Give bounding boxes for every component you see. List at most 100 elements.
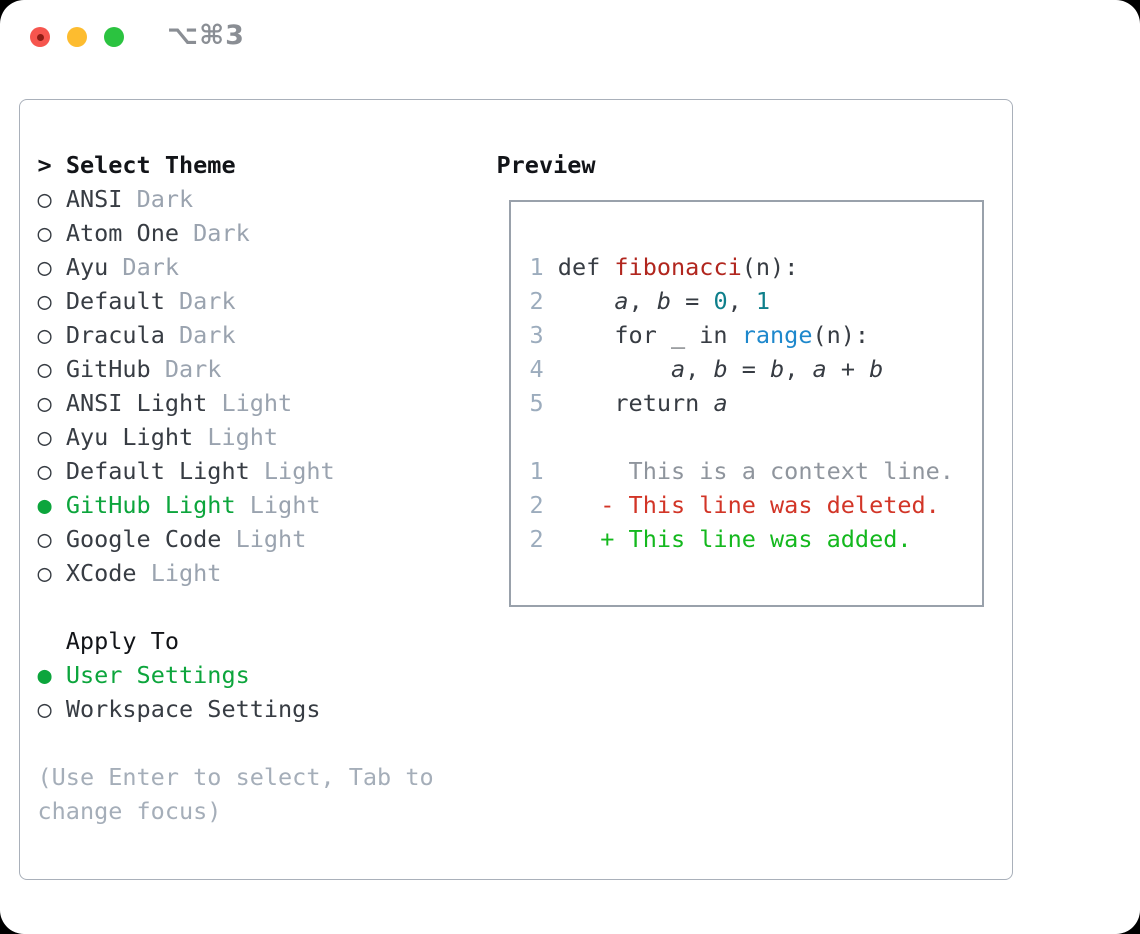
preview-line: 2 - This line was deleted.	[530, 488, 982, 522]
radio-unselected-icon: ○	[37, 524, 52, 553]
code-token-plain: ,	[727, 286, 756, 315]
code-token-var: a	[671, 354, 686, 383]
preview-line: 3 for _ in range(n):	[530, 318, 982, 352]
apply-option-user-settings[interactable]: ● User Settings	[38, 658, 474, 692]
radio-unselected-icon: ○	[37, 286, 52, 315]
select-theme-header: > Select Theme	[38, 148, 474, 182]
line-number: 3	[529, 320, 544, 349]
code-token-plain: (n):	[741, 252, 799, 281]
code-token-numlit: 1	[755, 286, 771, 315]
code-token-del: - This line was deleted.	[600, 490, 940, 519]
theme-label: Ayu Light	[65, 422, 194, 451]
code-token-plain: def	[543, 252, 615, 281]
theme-variant-tag: Light	[249, 490, 321, 519]
theme-option-google-code[interactable]: ○ Google Code Light	[38, 522, 474, 556]
theme-label: Default Light	[65, 456, 250, 485]
theme-variant-tag: Light	[235, 524, 307, 553]
code-token-plain: return	[543, 388, 714, 417]
line-number: 5	[529, 388, 544, 417]
radio-unselected-icon: ○	[37, 184, 52, 213]
theme-label: ANSI	[65, 184, 123, 213]
apply-to-header: Apply To	[65, 626, 179, 655]
apply-to-list: ● User Settings○ Workspace Settings	[38, 658, 474, 726]
theme-option-dracula[interactable]: ○ Dracula Dark	[38, 318, 474, 352]
code-token-var: b	[869, 354, 884, 383]
spacer	[38, 726, 474, 760]
theme-list-column: > Select Theme ○ ANSI Dark○ Atom One Dar…	[38, 148, 474, 828]
unsaved-indicator-dot	[36, 33, 44, 41]
select-theme-title: Select Theme	[65, 150, 236, 179]
preview-line: 2 + This line was added.	[530, 522, 982, 556]
theme-label: XCode	[65, 558, 137, 587]
line-number: 4	[529, 354, 544, 383]
theme-option-github-light[interactable]: ● GitHub Light Light	[38, 488, 474, 522]
focus-caret-icon: >	[37, 150, 52, 179]
theme-list: ○ ANSI Dark○ Atom One Dark○ Ayu Dark○ De…	[38, 182, 474, 590]
code-token-plain: ,	[685, 354, 714, 383]
radio-selected-icon: ●	[37, 490, 52, 519]
theme-option-ayu[interactable]: ○ Ayu Dark	[38, 250, 474, 284]
radio-unselected-icon: ○	[37, 252, 52, 281]
theme-picker-panel: > Select Theme ○ ANSI Dark○ Atom One Dar…	[19, 99, 1013, 880]
apply-option-label: User Settings	[65, 660, 250, 689]
theme-option-default-light[interactable]: ○ Default Light Light	[38, 454, 474, 488]
close-button[interactable]	[30, 27, 50, 47]
line-number: 1	[529, 456, 544, 485]
minimize-button[interactable]	[67, 27, 87, 47]
theme-option-atom-one[interactable]: ○ Atom One Dark	[38, 216, 474, 250]
theme-variant-tag: Light	[150, 558, 222, 587]
theme-variant-tag: Dark	[179, 320, 236, 349]
code-token-var: b	[713, 354, 728, 383]
code-token-var: a	[713, 388, 728, 417]
radio-unselected-icon: ○	[37, 558, 52, 587]
preview-title: Preview	[496, 150, 596, 179]
line-number: 2	[529, 286, 544, 315]
preview-line	[530, 420, 982, 454]
code-token-plain: ,	[628, 286, 657, 315]
zoom-button[interactable]	[104, 27, 124, 47]
theme-label: Default	[65, 286, 165, 315]
code-token-plain	[544, 355, 671, 383]
theme-option-ansi-light[interactable]: ○ ANSI Light Light	[38, 386, 474, 420]
preview-line: 4 a, b = b, a + b	[530, 352, 982, 386]
theme-label: GitHub	[65, 354, 151, 383]
theme-variant-tag: Dark	[136, 184, 194, 213]
line-number: 2	[529, 490, 544, 519]
radio-unselected-icon: ○	[37, 456, 52, 485]
theme-option-github[interactable]: ○ GitHub Dark	[38, 352, 474, 386]
apply-option-workspace-settings[interactable]: ○ Workspace Settings	[38, 692, 474, 726]
theme-variant-tag: Light	[207, 422, 279, 451]
theme-variant-tag: Light	[221, 388, 293, 417]
theme-variant-tag: Dark	[122, 252, 180, 281]
code-token-call: range	[741, 320, 813, 349]
radio-selected-icon: ●	[37, 660, 52, 689]
radio-unselected-icon: ○	[37, 694, 52, 723]
keyboard-hint: (Use Enter to select, Tab to change focu…	[37, 762, 434, 825]
line-number: 2	[529, 524, 544, 553]
code-token-plain: =	[671, 286, 714, 315]
preview-line: 2 a, b = 0, 1	[530, 284, 982, 318]
theme-option-default[interactable]: ○ Default Dark	[38, 284, 474, 318]
code-token-plain: ,	[784, 354, 813, 383]
line-number: 1	[529, 252, 544, 281]
theme-label: Dracula	[65, 320, 165, 349]
code-token-var: b	[770, 354, 785, 383]
radio-unselected-icon: ○	[37, 320, 52, 349]
theme-option-ansi[interactable]: ○ ANSI Dark	[38, 182, 474, 216]
theme-label: GitHub Light	[65, 490, 236, 519]
theme-option-ayu-light[interactable]: ○ Ayu Light Light	[38, 420, 474, 454]
radio-unselected-icon: ○	[37, 218, 52, 247]
theme-option-xcode[interactable]: ○ XCode Light	[38, 556, 474, 590]
radio-unselected-icon: ○	[37, 354, 52, 383]
code-token-numlit: 0	[713, 286, 728, 315]
preview-line: 5 return a	[530, 386, 982, 420]
code-token-add: + This line was added.	[600, 524, 912, 553]
theme-variant-tag: Dark	[179, 286, 236, 315]
code-token-func: fibonacci	[614, 252, 742, 281]
theme-label: ANSI Light	[65, 388, 208, 417]
code-token-var: a	[812, 354, 827, 383]
code-token-plain: (n):	[812, 320, 870, 349]
